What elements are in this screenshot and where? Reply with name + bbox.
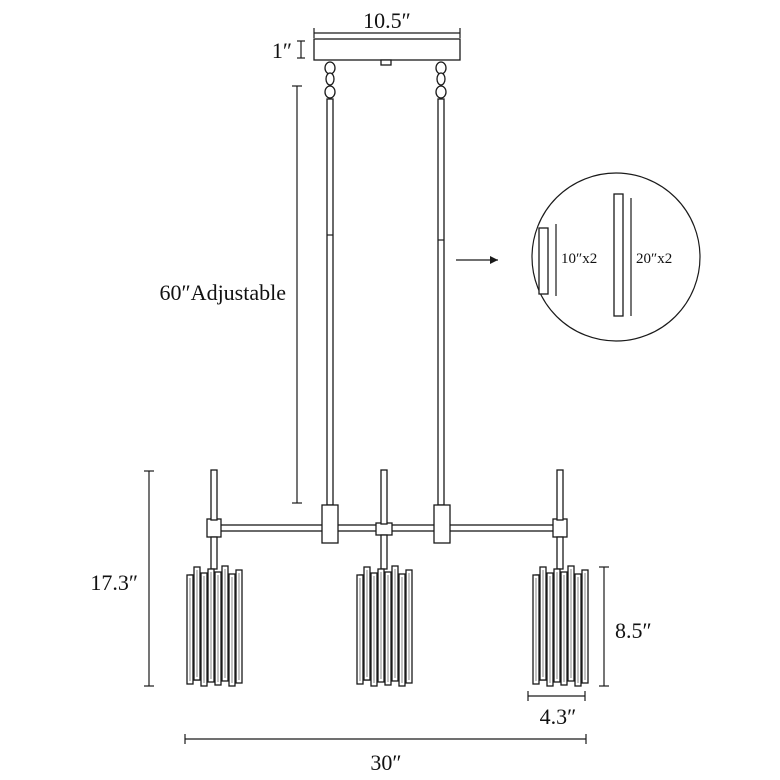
- rods-detail-circle: [531, 172, 701, 342]
- bar-clamps: [206, 504, 568, 544]
- left-chain: [324, 61, 336, 99]
- center-shade: [356, 565, 413, 687]
- left-suspension-rod: [326, 98, 334, 506]
- finials: [210, 469, 564, 525]
- fixture-height-dimension: [144, 470, 154, 687]
- rod-length-dimension: [292, 85, 302, 504]
- fixture-height-label: 17.3″: [90, 570, 138, 595]
- shade-height-dimension: [599, 566, 609, 687]
- detail-arrow: [456, 256, 498, 264]
- right-shade: [532, 565, 589, 687]
- shade-height-label: 8.5″: [615, 618, 652, 643]
- shades: [186, 565, 589, 687]
- canopy: [313, 38, 461, 66]
- right-suspension-rod: [437, 98, 445, 506]
- left-shade: [186, 565, 243, 687]
- shade-width-dimension: [527, 691, 586, 701]
- long-rods-label: 20″x2: [636, 251, 672, 267]
- down-stems: [210, 534, 564, 570]
- canopy-width-dimension: [313, 28, 461, 38]
- canopy-height-label: 1″: [272, 38, 292, 63]
- right-chain: [435, 61, 447, 99]
- canopy-height-dimension: [297, 40, 305, 59]
- shade-width-label: 4.3″: [540, 704, 577, 729]
- short-rods-label: 10″x2: [561, 251, 597, 267]
- canopy-width-label: 10.5″: [363, 8, 411, 33]
- rod-length-label: 60″Adjustable: [160, 280, 286, 305]
- overall-width-label: 30″: [370, 750, 401, 775]
- overall-width-dimension: [184, 734, 587, 744]
